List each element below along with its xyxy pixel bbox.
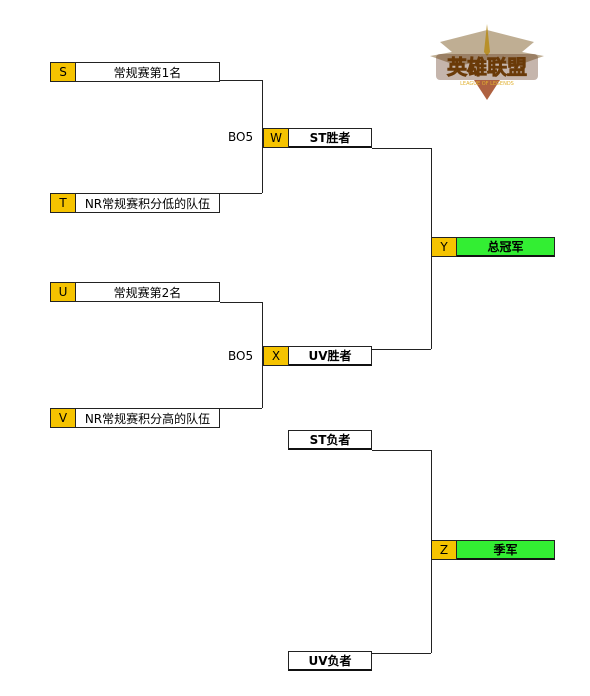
connector-line	[220, 193, 262, 194]
third-place-slot-uv: UV负者	[288, 651, 372, 671]
team-label: 常规赛第2名	[76, 282, 220, 302]
team-label: NR常规赛积分高的队伍	[76, 408, 220, 428]
seed-badge: S	[50, 62, 76, 82]
team-label: ST胜者	[289, 128, 372, 148]
seed-badge: Y	[431, 237, 457, 257]
match-slot-t: T NR常规赛积分低的队伍	[50, 193, 220, 213]
team-label: UV胜者	[289, 346, 372, 366]
champion-label: 总冠军	[457, 237, 555, 257]
seed-badge: X	[263, 346, 289, 366]
connector-line	[372, 349, 431, 350]
connector-line	[220, 408, 262, 409]
connector-line	[220, 302, 262, 303]
team-label: 常规赛第1名	[76, 62, 220, 82]
logo-title: 英雄联盟	[447, 55, 527, 79]
match-slot-v: V NR常规赛积分高的队伍	[50, 408, 220, 428]
third-place-label: 季军	[457, 540, 555, 560]
logo-subtitle: LEAGUE OF LEGENDS	[460, 81, 514, 87]
match-slot-u: U 常规赛第2名	[50, 282, 220, 302]
connector-line	[262, 302, 263, 408]
connector-line	[372, 653, 431, 654]
match-slot-w: W ST胜者	[263, 128, 372, 148]
seed-badge: Z	[431, 540, 457, 560]
team-label: NR常规赛积分低的队伍	[76, 193, 220, 213]
connector-line	[372, 450, 431, 451]
seed-badge: U	[50, 282, 76, 302]
logo-emblem-icon: 英雄联盟 LEAGUE OF LEGENDS	[430, 24, 544, 100]
third-place-slot-st: ST负者	[288, 430, 372, 450]
match-slot-z: Z 季军	[431, 540, 555, 560]
seed-badge: W	[263, 128, 289, 148]
match-format-label: BO5	[228, 130, 254, 144]
connector-line	[262, 80, 263, 193]
match-slot-x: X UV胜者	[263, 346, 372, 366]
match-slot-s: S 常规赛第1名	[50, 62, 220, 82]
match-format-label: BO5	[228, 349, 254, 363]
seed-badge: V	[50, 408, 76, 428]
game-logo: 英雄联盟 LEAGUE OF LEGENDS	[424, 22, 550, 102]
seed-badge: T	[50, 193, 76, 213]
match-slot-y: Y 总冠军	[431, 237, 555, 257]
connector-line	[372, 148, 431, 149]
connector-line	[220, 80, 262, 81]
